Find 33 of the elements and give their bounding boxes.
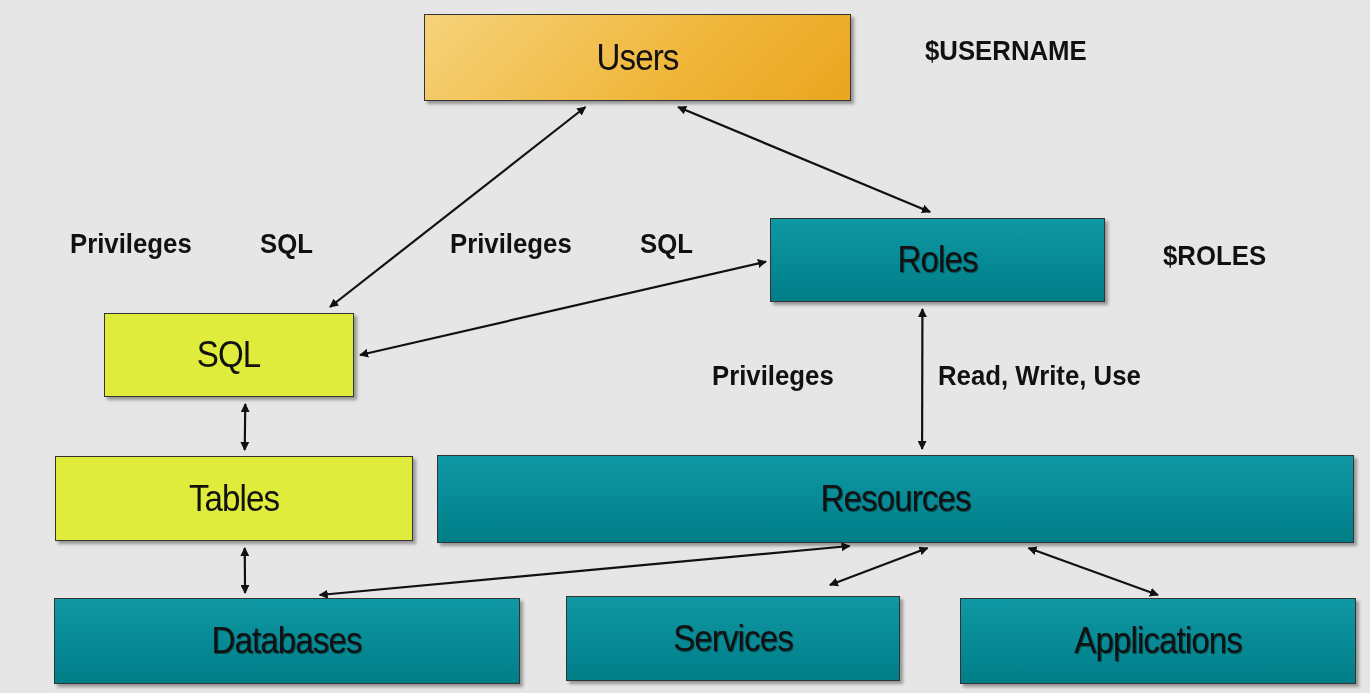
double-arrow — [1027, 546, 1159, 597]
double-arrow — [917, 308, 927, 450]
box-label: Tables — [188, 477, 280, 520]
annotation-text: SQL — [260, 228, 313, 260]
annotation-text: Privileges — [70, 228, 192, 260]
double-arrow — [677, 105, 931, 214]
double-arrow — [240, 547, 250, 594]
box-label: Users — [596, 36, 679, 79]
double-arrow — [329, 106, 587, 308]
user-box — [424, 14, 851, 101]
resource-box — [437, 455, 1354, 543]
annotation-text: SQL — [640, 228, 693, 260]
resource-box — [54, 598, 520, 684]
annotation-text: Privileges — [712, 360, 834, 392]
annotation-text: Privileges — [450, 228, 572, 260]
double-arrow — [240, 403, 250, 451]
box-label: Databases — [211, 620, 362, 662]
box-label: Services — [673, 617, 793, 660]
box-label: Resources — [820, 478, 971, 520]
sql-box — [104, 313, 354, 397]
resource-box — [960, 598, 1356, 684]
annotation-text: $USERNAME — [925, 35, 1087, 67]
box-label: Applications — [1074, 620, 1242, 662]
box-label: SQL — [197, 334, 261, 376]
resource-box — [770, 218, 1105, 302]
box-label: Roles — [897, 239, 978, 281]
double-arrow — [829, 546, 929, 587]
annotation-text: $ROLES — [1163, 240, 1267, 272]
double-arrow — [359, 259, 767, 358]
double-arrow — [318, 542, 851, 599]
resource-box — [566, 596, 900, 681]
sql-box — [55, 456, 413, 541]
annotation-text: Read, Write, Use — [938, 360, 1141, 392]
